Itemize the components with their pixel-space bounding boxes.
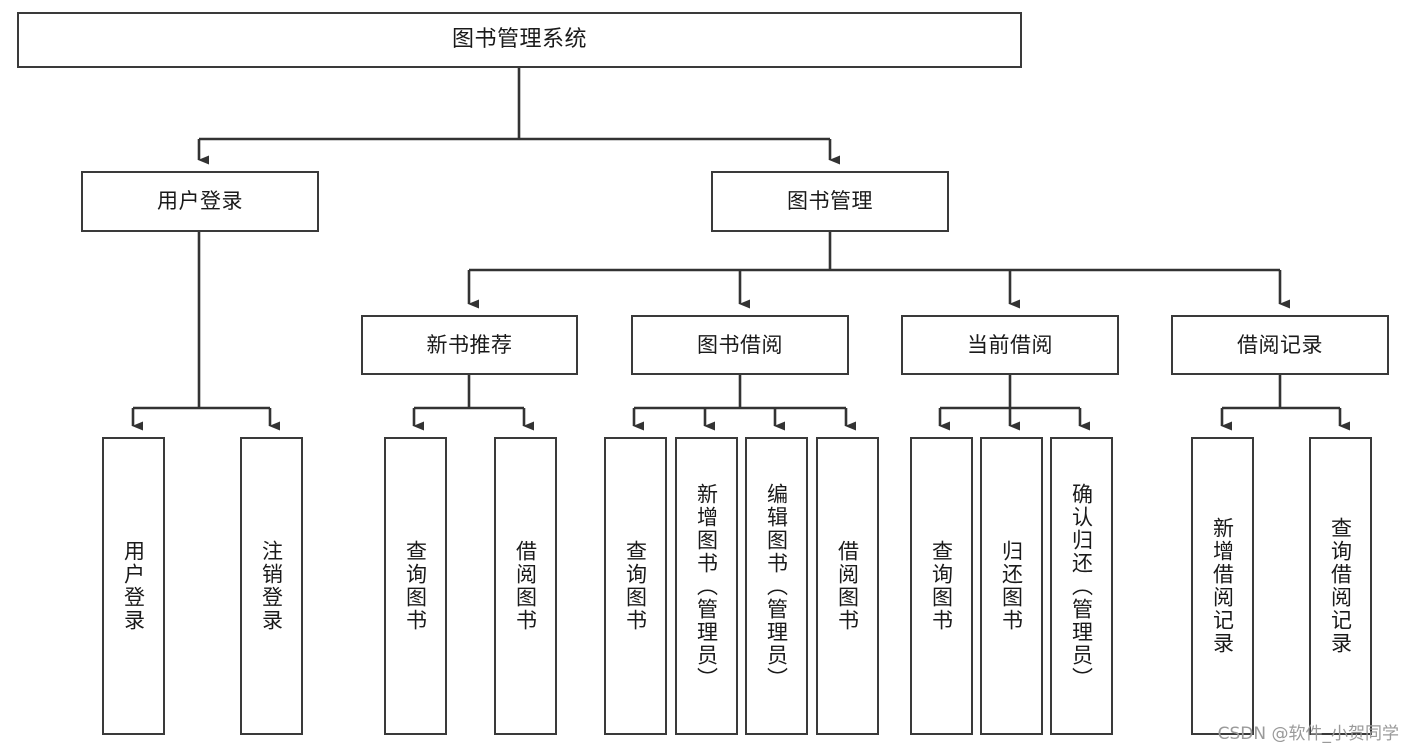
- leaf-return-book[interactable]: 归还图书: [980, 437, 1043, 735]
- csdn-watermark: CSDN @软件_小贺同学: [1217, 724, 1399, 744]
- leaf-confirm-return-admin[interactable]: 确认归还（管理员）: [1050, 437, 1113, 735]
- leaf-add-borrow-record[interactable]: 新增借阅记录: [1191, 437, 1254, 735]
- leaf-borrow-book-newbook[interactable]: 借阅图书: [494, 437, 557, 735]
- node-label: 用户登录: [157, 189, 243, 214]
- node-label: 查询图书: [623, 540, 648, 632]
- node-label: 归还图书: [999, 540, 1024, 632]
- node-label: 注销登录: [259, 540, 284, 632]
- leaf-query-borrow-record[interactable]: 查询借阅记录: [1309, 437, 1372, 735]
- leaf-add-book-admin[interactable]: 新增图书（管理员）: [675, 437, 738, 735]
- node-label: 新增借阅记录: [1210, 517, 1235, 655]
- leaf-edit-book-admin[interactable]: 编辑图书（管理员）: [745, 437, 808, 735]
- node-label: 图书借阅: [697, 332, 783, 357]
- node-label: 图书管理系统: [451, 27, 587, 53]
- node-user-login[interactable]: 用户登录: [81, 171, 319, 232]
- node-current-borrow[interactable]: 当前借阅: [901, 315, 1119, 375]
- node-label: 借阅图书: [513, 540, 538, 632]
- leaf-logout[interactable]: 注销登录: [240, 437, 303, 735]
- node-label: 新书推荐: [426, 332, 513, 357]
- node-root-system[interactable]: 图书管理系统: [17, 12, 1022, 68]
- node-label: 查询图书: [403, 540, 428, 632]
- node-new-book-recommend[interactable]: 新书推荐: [361, 315, 578, 375]
- node-label: 编辑图书（管理员）: [764, 482, 789, 690]
- node-book-borrow[interactable]: 图书借阅: [631, 315, 849, 375]
- leaf-query-book-borrow[interactable]: 查询图书: [604, 437, 667, 735]
- node-label: 查询图书: [929, 540, 954, 632]
- node-label: 新增图书（管理员）: [694, 482, 719, 690]
- leaf-user-login[interactable]: 用户登录: [102, 437, 165, 735]
- node-book-manage[interactable]: 图书管理: [711, 171, 949, 232]
- leaf-query-book-current[interactable]: 查询图书: [910, 437, 973, 735]
- node-label: 确认归还（管理员）: [1069, 482, 1094, 690]
- node-label: 当前借阅: [967, 332, 1053, 357]
- node-label: 借阅图书: [835, 540, 860, 632]
- leaf-borrow-book[interactable]: 借阅图书: [816, 437, 879, 735]
- node-label: 查询借阅记录: [1328, 517, 1353, 655]
- node-label: 用户登录: [121, 540, 146, 632]
- node-borrow-record[interactable]: 借阅记录: [1171, 315, 1389, 375]
- node-label: 图书管理: [787, 189, 873, 214]
- leaf-query-book-newbook[interactable]: 查询图书: [384, 437, 447, 735]
- node-label: 借阅记录: [1237, 332, 1323, 357]
